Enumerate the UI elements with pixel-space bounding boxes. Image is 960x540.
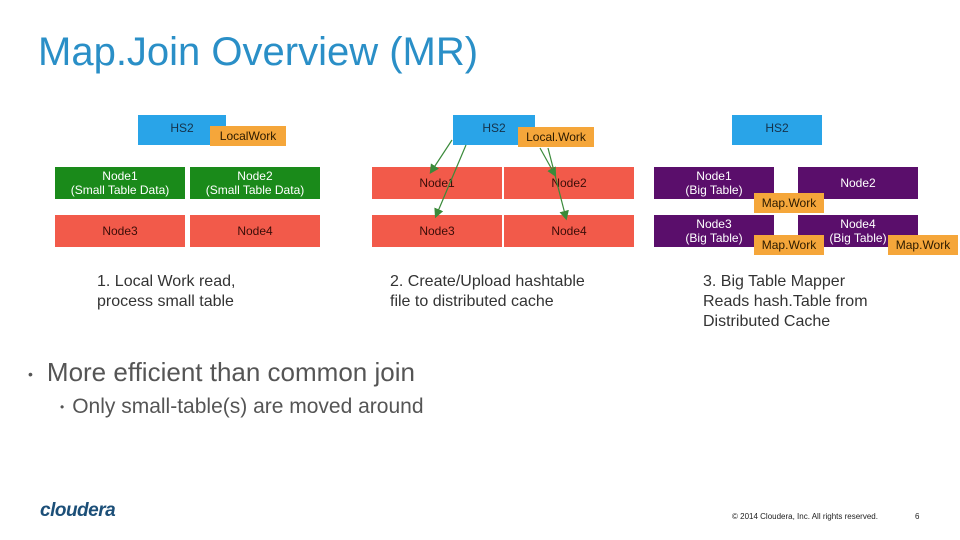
node2-label: Node2 [840, 176, 876, 190]
bullet-main: • More efficient than common join [28, 357, 415, 388]
node4-box: Node4 [190, 215, 320, 247]
node1-label: Node1 [696, 169, 732, 183]
node4-label: Node4 [551, 224, 587, 238]
node2-label: Node2 [237, 169, 273, 183]
node2-label: Node2 [551, 176, 587, 190]
node1-label: Node1 [102, 169, 138, 183]
localwork-label: LocalWork [219, 129, 277, 143]
node2-sublabel: (Small Table Data) [205, 183, 305, 197]
node1-sublabel: (Small Table Data) [70, 183, 170, 197]
node4-label: Node4 [840, 217, 876, 231]
localwork-label: Local.Work [526, 130, 586, 144]
mapwork-label: Map.Work [761, 238, 817, 252]
node1-label: Node1 [419, 176, 455, 190]
arrow-to-node1 [429, 139, 453, 175]
cloudera-logo: cloudera [40, 500, 116, 521]
node4-sublabel: (Big Table) [829, 231, 887, 245]
node3-label: Node3 [102, 224, 138, 238]
caption-line: file to distributed cache [390, 293, 554, 310]
mapwork-box: Map.Work [754, 235, 824, 255]
mapwork-label: Map.Work [895, 238, 951, 252]
bullet-sub: • Only small-table(s) are moved around [60, 395, 424, 419]
arrow-to-node4 [547, 147, 569, 221]
caption-step2: 2. Create/Upload hashtable file to distr… [390, 272, 585, 312]
caption-line: Distributed Cache [703, 313, 831, 330]
bullet-dot-icon: • [28, 366, 33, 383]
bullet-main-text: More efficient than common join [46, 357, 415, 387]
page-title: Map.Join Overview (MR) [38, 30, 479, 74]
node3-sublabel: (Big Table) [685, 231, 743, 245]
mapwork-box: Map.Work [754, 193, 824, 213]
caption-line: 2. Create/Upload hashtable [390, 273, 585, 290]
hs2-label: HS2 [482, 121, 506, 135]
caption-step3: 3. Big Table Mapper Reads hash.Table fro… [703, 272, 868, 332]
caption-line: process small table [97, 293, 234, 310]
caption-line: 3. Big Table Mapper [703, 273, 846, 290]
page-number: 6 [915, 512, 920, 521]
mapwork-label: Map.Work [761, 196, 817, 210]
bullet-sub-text: Only small-table(s) are moved around [72, 395, 424, 418]
hs2-label: HS2 [765, 121, 789, 135]
copyright-text: © 2014 Cloudera, Inc. All rights reserve… [732, 512, 878, 521]
node3-box: Node3 [372, 215, 502, 247]
node4-box: Node4 [504, 215, 634, 247]
caption-step1: 1. Local Work read, process small table [97, 272, 235, 312]
localwork-box: LocalWork [210, 126, 286, 146]
node3-label: Node3 [696, 217, 732, 231]
caption-line: Reads hash.Table from [703, 293, 868, 310]
localwork-box: Local.Work [518, 127, 594, 147]
node1-box: Node1(Small Table Data) [55, 167, 185, 199]
node3-box: Node3 [55, 215, 185, 247]
bullet-dot-icon: • [60, 400, 65, 415]
arrow-to-node2 [539, 147, 557, 178]
arrow-to-node3 [434, 144, 467, 219]
hs2-label: HS2 [170, 121, 194, 135]
node4-label: Node4 [237, 224, 273, 238]
hs2-box: HS2 [732, 115, 822, 145]
node2-box: Node2 [504, 167, 634, 199]
node3-label: Node3 [419, 224, 455, 238]
caption-line: 1. Local Work read, [97, 273, 236, 290]
mapwork-box: Map.Work [888, 235, 958, 255]
node1-sublabel: (Big Table) [685, 183, 743, 197]
node2-box: Node2(Small Table Data) [190, 167, 320, 199]
